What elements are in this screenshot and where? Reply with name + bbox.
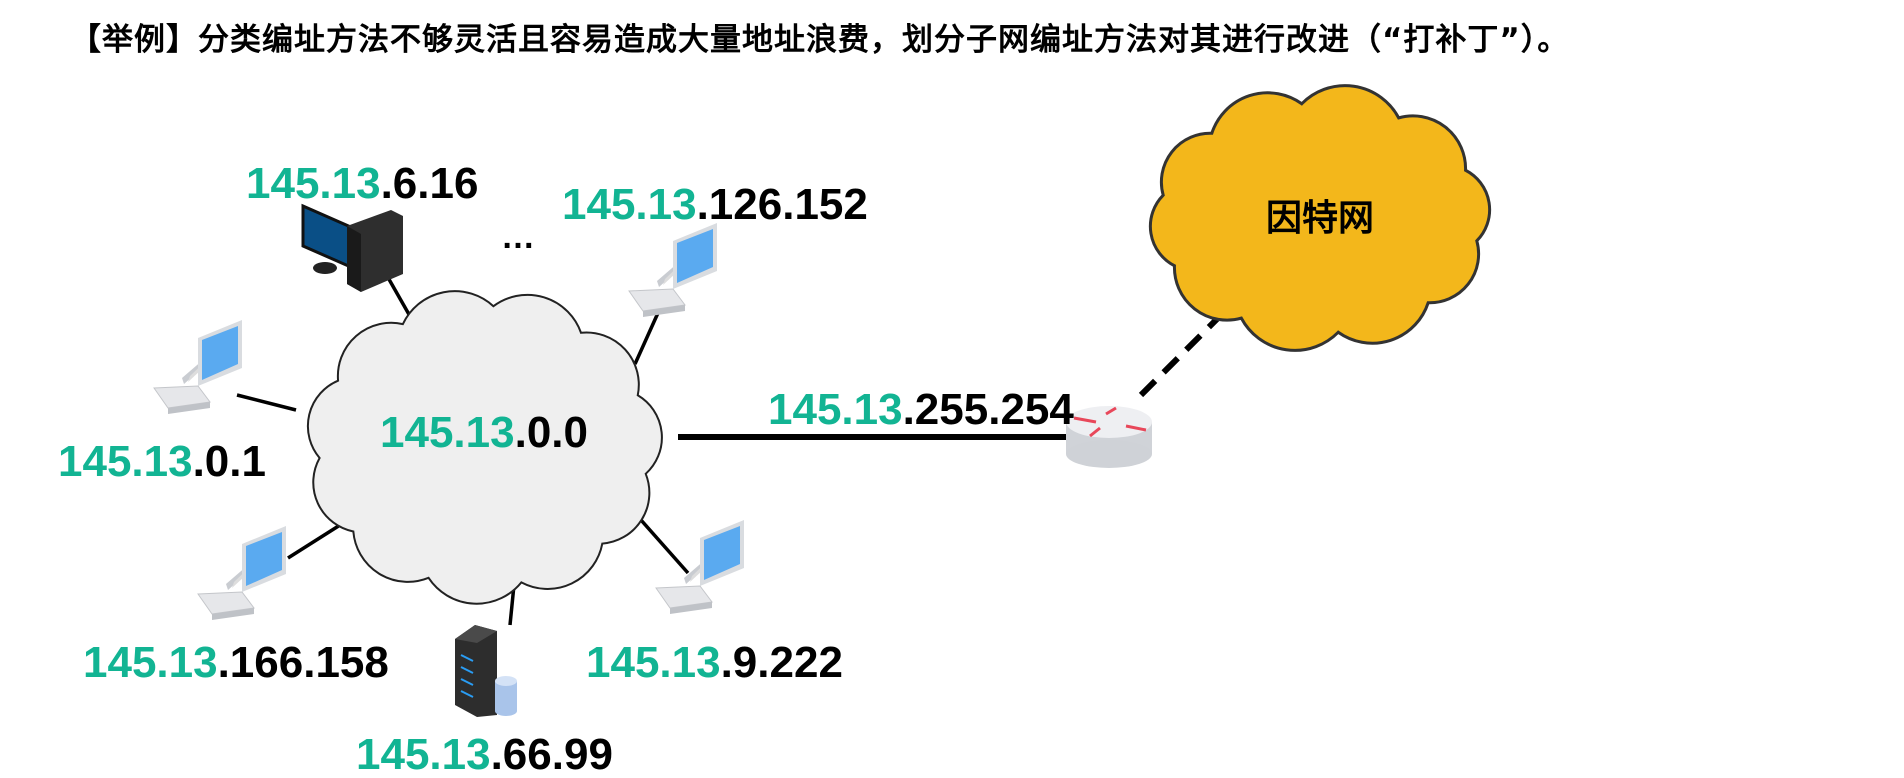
host-label-desktop: 145.13.6.16: [246, 159, 478, 208]
host-label-laptop-bottom-right: 145.13.9.222: [586, 638, 843, 687]
router-icon[interactable]: [1066, 406, 1152, 468]
internet-cloud: [1148, 84, 1492, 352]
links: [236, 273, 1221, 626]
slide-title: 【举例】分类编址方法不够灵活且容易造成大量地址浪费，划分子网编址方法对其进行改进…: [70, 22, 1570, 58]
laptop-bottom-left-icon: [197, 526, 286, 620]
internet-label: 因特网: [1266, 198, 1374, 239]
desktop-icon: [301, 203, 403, 292]
laptop-left-icon: [153, 320, 242, 414]
host-label-laptop-top-right: 145.13.126.152: [562, 180, 868, 229]
host-label-server: 145.13.66.99: [356, 730, 613, 778]
laptop-top-right-icon: [628, 223, 717, 317]
network-address: 145.13.0.0: [380, 408, 588, 457]
laptop-bottom-right-icon: [655, 520, 744, 614]
link-internet: [1138, 315, 1221, 398]
router-label: 145.13.255.254: [768, 385, 1074, 434]
link-laptop-left: [236, 393, 297, 412]
host-label-laptop-bottom-left: 145.13.166.158: [83, 638, 389, 687]
host-label-laptop-left: 145.13.0.1: [58, 437, 266, 486]
server-icon: [455, 625, 517, 717]
ellipsis: …: [501, 218, 535, 256]
lan-cloud: [306, 290, 663, 605]
